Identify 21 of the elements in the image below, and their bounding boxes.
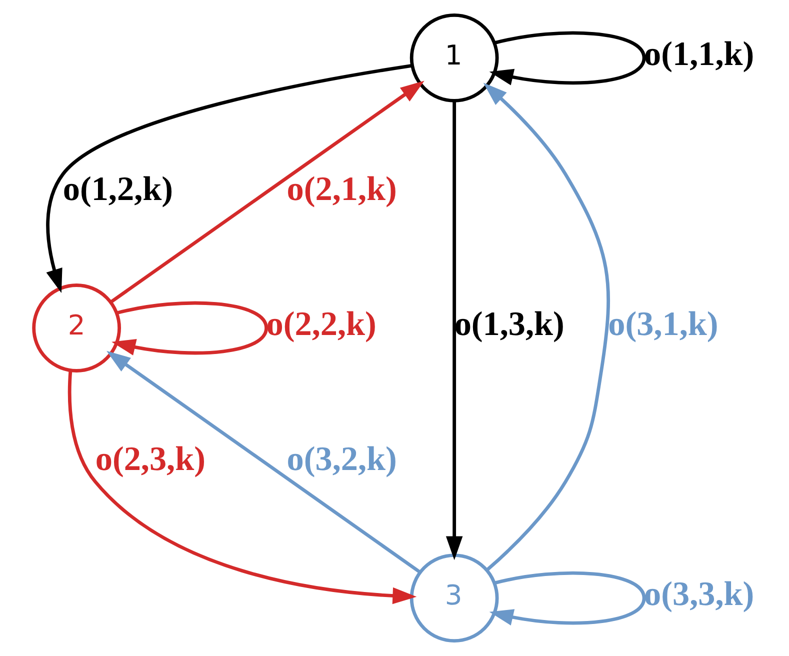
node-circle: 1 — [410, 13, 499, 102]
arrow — [46, 64, 412, 293]
arrow — [489, 31, 646, 86]
edge-label: o(3,3,k) — [644, 576, 754, 613]
edge-label: o(1,3,k) — [454, 306, 564, 343]
edge-label: o(1,1,k) — [644, 36, 754, 73]
arrow — [483, 82, 610, 572]
edge-label: o(3,1,k) — [608, 306, 718, 343]
edge-label: o(1,2,k) — [62, 170, 174, 208]
edge-label: o(2,2,k) — [266, 306, 376, 343]
edge-label: o(3,2,k) — [286, 440, 397, 478]
arrow — [489, 571, 646, 626]
arrow — [112, 301, 268, 356]
arrow — [446, 100, 463, 560]
node-circle: 2 — [32, 284, 121, 372]
arrow — [68, 370, 417, 604]
node-circle: 3 — [410, 554, 499, 642]
arrow — [110, 80, 424, 304]
arrow — [106, 350, 421, 574]
edge-label: o(2,3,k) — [95, 440, 206, 478]
edge-label: o(2,1,k) — [286, 170, 397, 208]
